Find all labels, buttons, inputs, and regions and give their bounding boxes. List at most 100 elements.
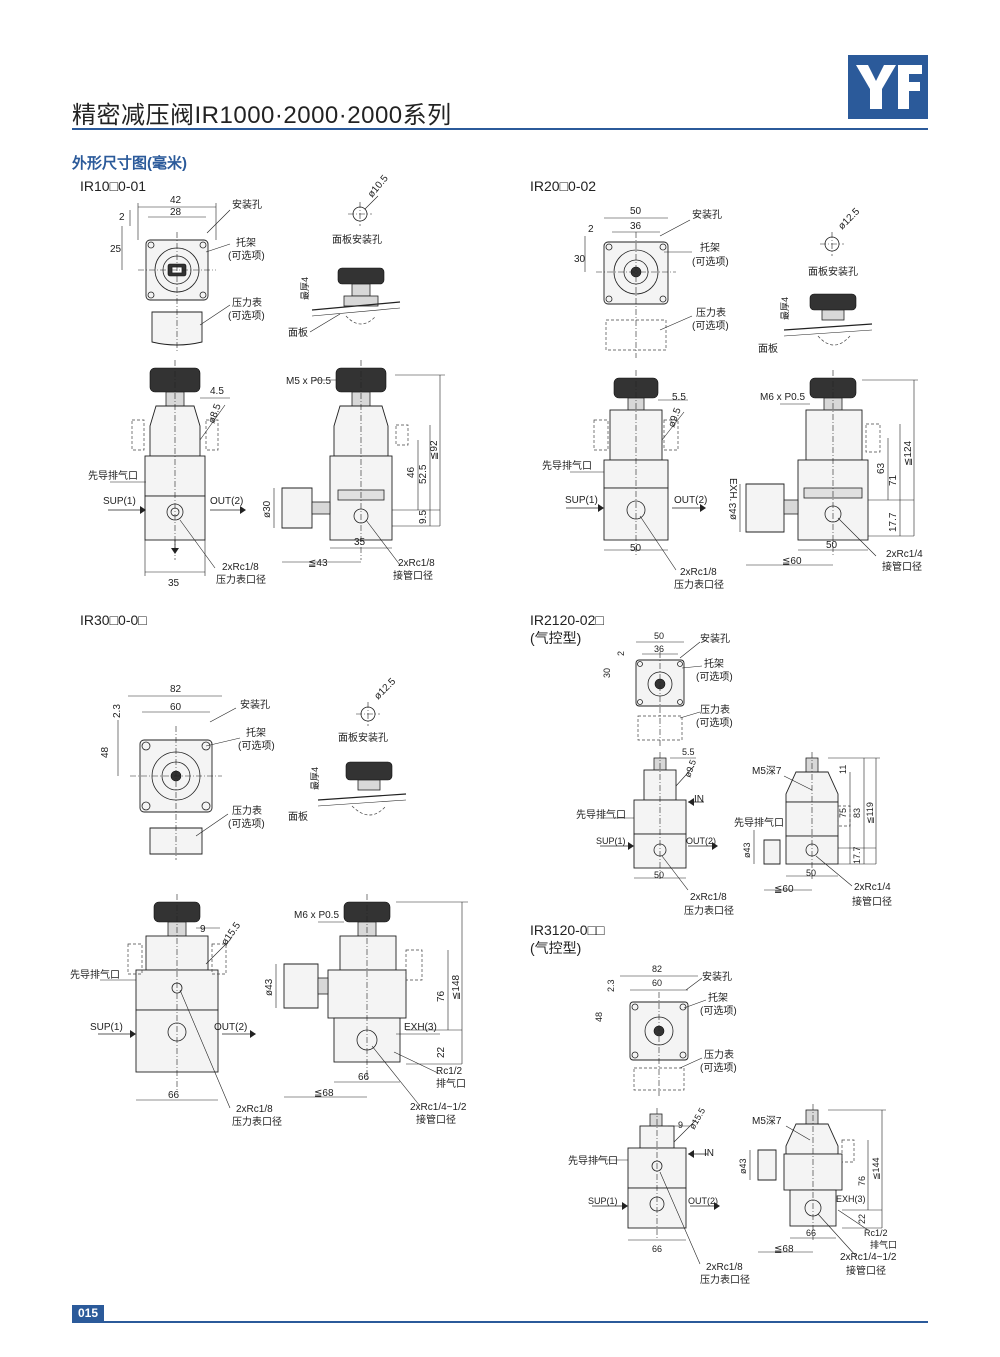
ir10-side-gauge	[281, 487, 313, 529]
title-rule	[72, 128, 928, 130]
logo-letter-f	[898, 65, 922, 109]
ir20-panel-hole-label: 面板安装孔	[808, 265, 858, 278]
ir10-mount-hole: 安装孔	[232, 198, 262, 211]
ir30-exh3: EXH(3)	[404, 1022, 437, 1033]
ir20-bracket-opt: (可选项)	[692, 255, 729, 268]
ir30-bracket-opt: (可选项)	[238, 739, 275, 752]
ir3120-exhaust-port: 排气口	[870, 1239, 897, 1250]
ir30-max-thick: 最厚4	[310, 767, 320, 790]
ir3120-dim-66: 66	[652, 1244, 662, 1254]
ir3120-dim-22: 22	[857, 1214, 867, 1224]
ir2120-dim-119: ≦119	[865, 802, 875, 824]
ir30-sup: SUP(1)	[90, 1022, 123, 1033]
ir30-front-view	[98, 894, 256, 1109]
ir20-gauge-port: 2xRc1/8	[680, 567, 717, 578]
ir10-dim-d30: ø30	[262, 500, 273, 518]
ir30-dim-66b: 66	[358, 1072, 370, 1083]
ir20-dim-71: 71	[888, 474, 899, 486]
ir30-dim-23: 2.3	[112, 704, 123, 718]
ir3120-rc12: Rc1/2	[864, 1228, 888, 1238]
ir30-dim-60: 60	[170, 702, 182, 713]
ir3120-m5-deep: M5深7	[752, 1115, 782, 1127]
ir20-dim-30: 30	[574, 254, 586, 265]
ir20-dim-50a: 50	[630, 543, 642, 554]
ir10-panel-hole-label: 面板安装孔	[332, 233, 382, 246]
ir10-front-view	[108, 360, 246, 576]
ir10-panel-hole	[348, 195, 379, 226]
ir20-pipe-port-name: 接管口径	[882, 560, 922, 573]
ir20-pipe-port: 2xRc1/4	[886, 549, 923, 560]
ir30-dim-148: ≦148	[451, 974, 462, 1000]
ir3120-dim-66b: 66	[806, 1228, 816, 1238]
ir2120-bracket: 托架	[704, 657, 724, 670]
ir30-gauge-port: 2xRc1/8	[236, 1104, 273, 1115]
ir20-dim-177: 17.7	[888, 512, 899, 532]
ir30-gauge-opt: (可选项)	[228, 817, 265, 830]
ir20-panel: 面板	[758, 342, 778, 355]
ir10-bracket: 托架	[236, 236, 256, 249]
model-label-ir3120: IR3120-0□□	[530, 922, 605, 938]
ir2120-dim-2: 2	[616, 651, 626, 656]
ir20-gauge: 压力表	[696, 306, 726, 319]
ir3120-dim-76: 76	[857, 1176, 867, 1186]
ir2120-dim-55: 5.5	[682, 747, 695, 757]
ir20-dim-36: 36	[630, 221, 642, 232]
ir10-dim-28: 28	[170, 207, 182, 218]
ir20-exh: EXH.	[727, 478, 738, 501]
ir3120-gauge-opt: (可选项)	[700, 1061, 737, 1074]
ir20-mount-hole: 安装孔	[692, 208, 722, 221]
ir30-side-view	[275, 894, 468, 1107]
ir10-dim-2: 2	[119, 212, 125, 223]
ir10-out: OUT(2)	[210, 496, 243, 507]
model-label-ir10: IR10□0-01	[80, 178, 147, 194]
ir2120-side-view	[753, 752, 880, 891]
ir2120-gauge-port-name: 压力表口径	[684, 904, 734, 917]
ir30-panel-hole-label: 面板安装孔	[338, 731, 388, 744]
model-label-ir2120: IR2120-02□	[530, 612, 604, 628]
ir10-dim-43: ≦43	[308, 558, 328, 569]
ir3120-bracket-opt: (可选项)	[700, 1004, 737, 1017]
ir20-dim-2: 2	[588, 224, 594, 235]
ir3120-out: OUT(2)	[688, 1196, 718, 1206]
ir3120-dim-60: 60	[652, 978, 662, 988]
ir20-pilot-exhaust: 先导排气口	[542, 459, 592, 472]
ir30-dim-d43: ø43	[264, 978, 275, 996]
ir2120-pilot-exhaust: 先导排气口	[576, 808, 626, 821]
ir2120-gauge-port: 2xRc1/8	[690, 892, 727, 903]
ir2120-gauge: 压力表	[700, 703, 730, 716]
ir10-sup: SUP(1)	[103, 496, 136, 507]
ir3120-sup: SUP(1)	[588, 1196, 618, 1206]
ir2120-pilot-exhaust-side: 先导排气口	[734, 816, 784, 829]
ir30-dim-9: 9	[200, 924, 206, 935]
ir2120-m5-deep: M5深7	[752, 765, 782, 777]
ir2120-dim-11: 11	[838, 765, 848, 774]
ir10-dim-525: 52.5	[418, 464, 429, 484]
ir3120-mount-hole: 安装孔	[702, 970, 732, 983]
ir10-gauge-opt: (可选项)	[228, 309, 265, 322]
ir2120-pipe-port-name: 接管口径	[852, 895, 892, 908]
ir20-dim-124: ≦124	[903, 440, 914, 466]
ir30-dim-82: 82	[170, 684, 182, 695]
ir20-panel-mount	[783, 293, 873, 346]
ir30-panel-hole	[356, 702, 380, 726]
ir10-m5: M5 x P0.5	[286, 376, 331, 387]
ir10-top-view	[121, 203, 231, 352]
ir10-dim-25: 25	[110, 244, 122, 255]
ir2120-dim-177: 17.7	[852, 846, 862, 864]
ir3120-bracket: 托架	[708, 991, 728, 1004]
ir3120-dim-144: ≦144	[871, 1157, 881, 1180]
ir2120-dim-83: 83	[852, 808, 862, 818]
brand-logo	[848, 55, 928, 119]
ir3120-dim-9: 9	[678, 1120, 683, 1130]
ir30-dim-66: 66	[168, 1090, 180, 1101]
ir10-panel: 面板	[288, 326, 308, 339]
model-label-ir20: IR20□0-02	[530, 178, 597, 194]
ir20-panel-hole	[820, 232, 844, 256]
ir2120-out: OUT(2)	[686, 836, 716, 846]
ir20-dim-50b: 50	[826, 540, 838, 551]
logo-letter-y	[856, 65, 896, 109]
ir3120-side-view	[749, 1104, 886, 1257]
